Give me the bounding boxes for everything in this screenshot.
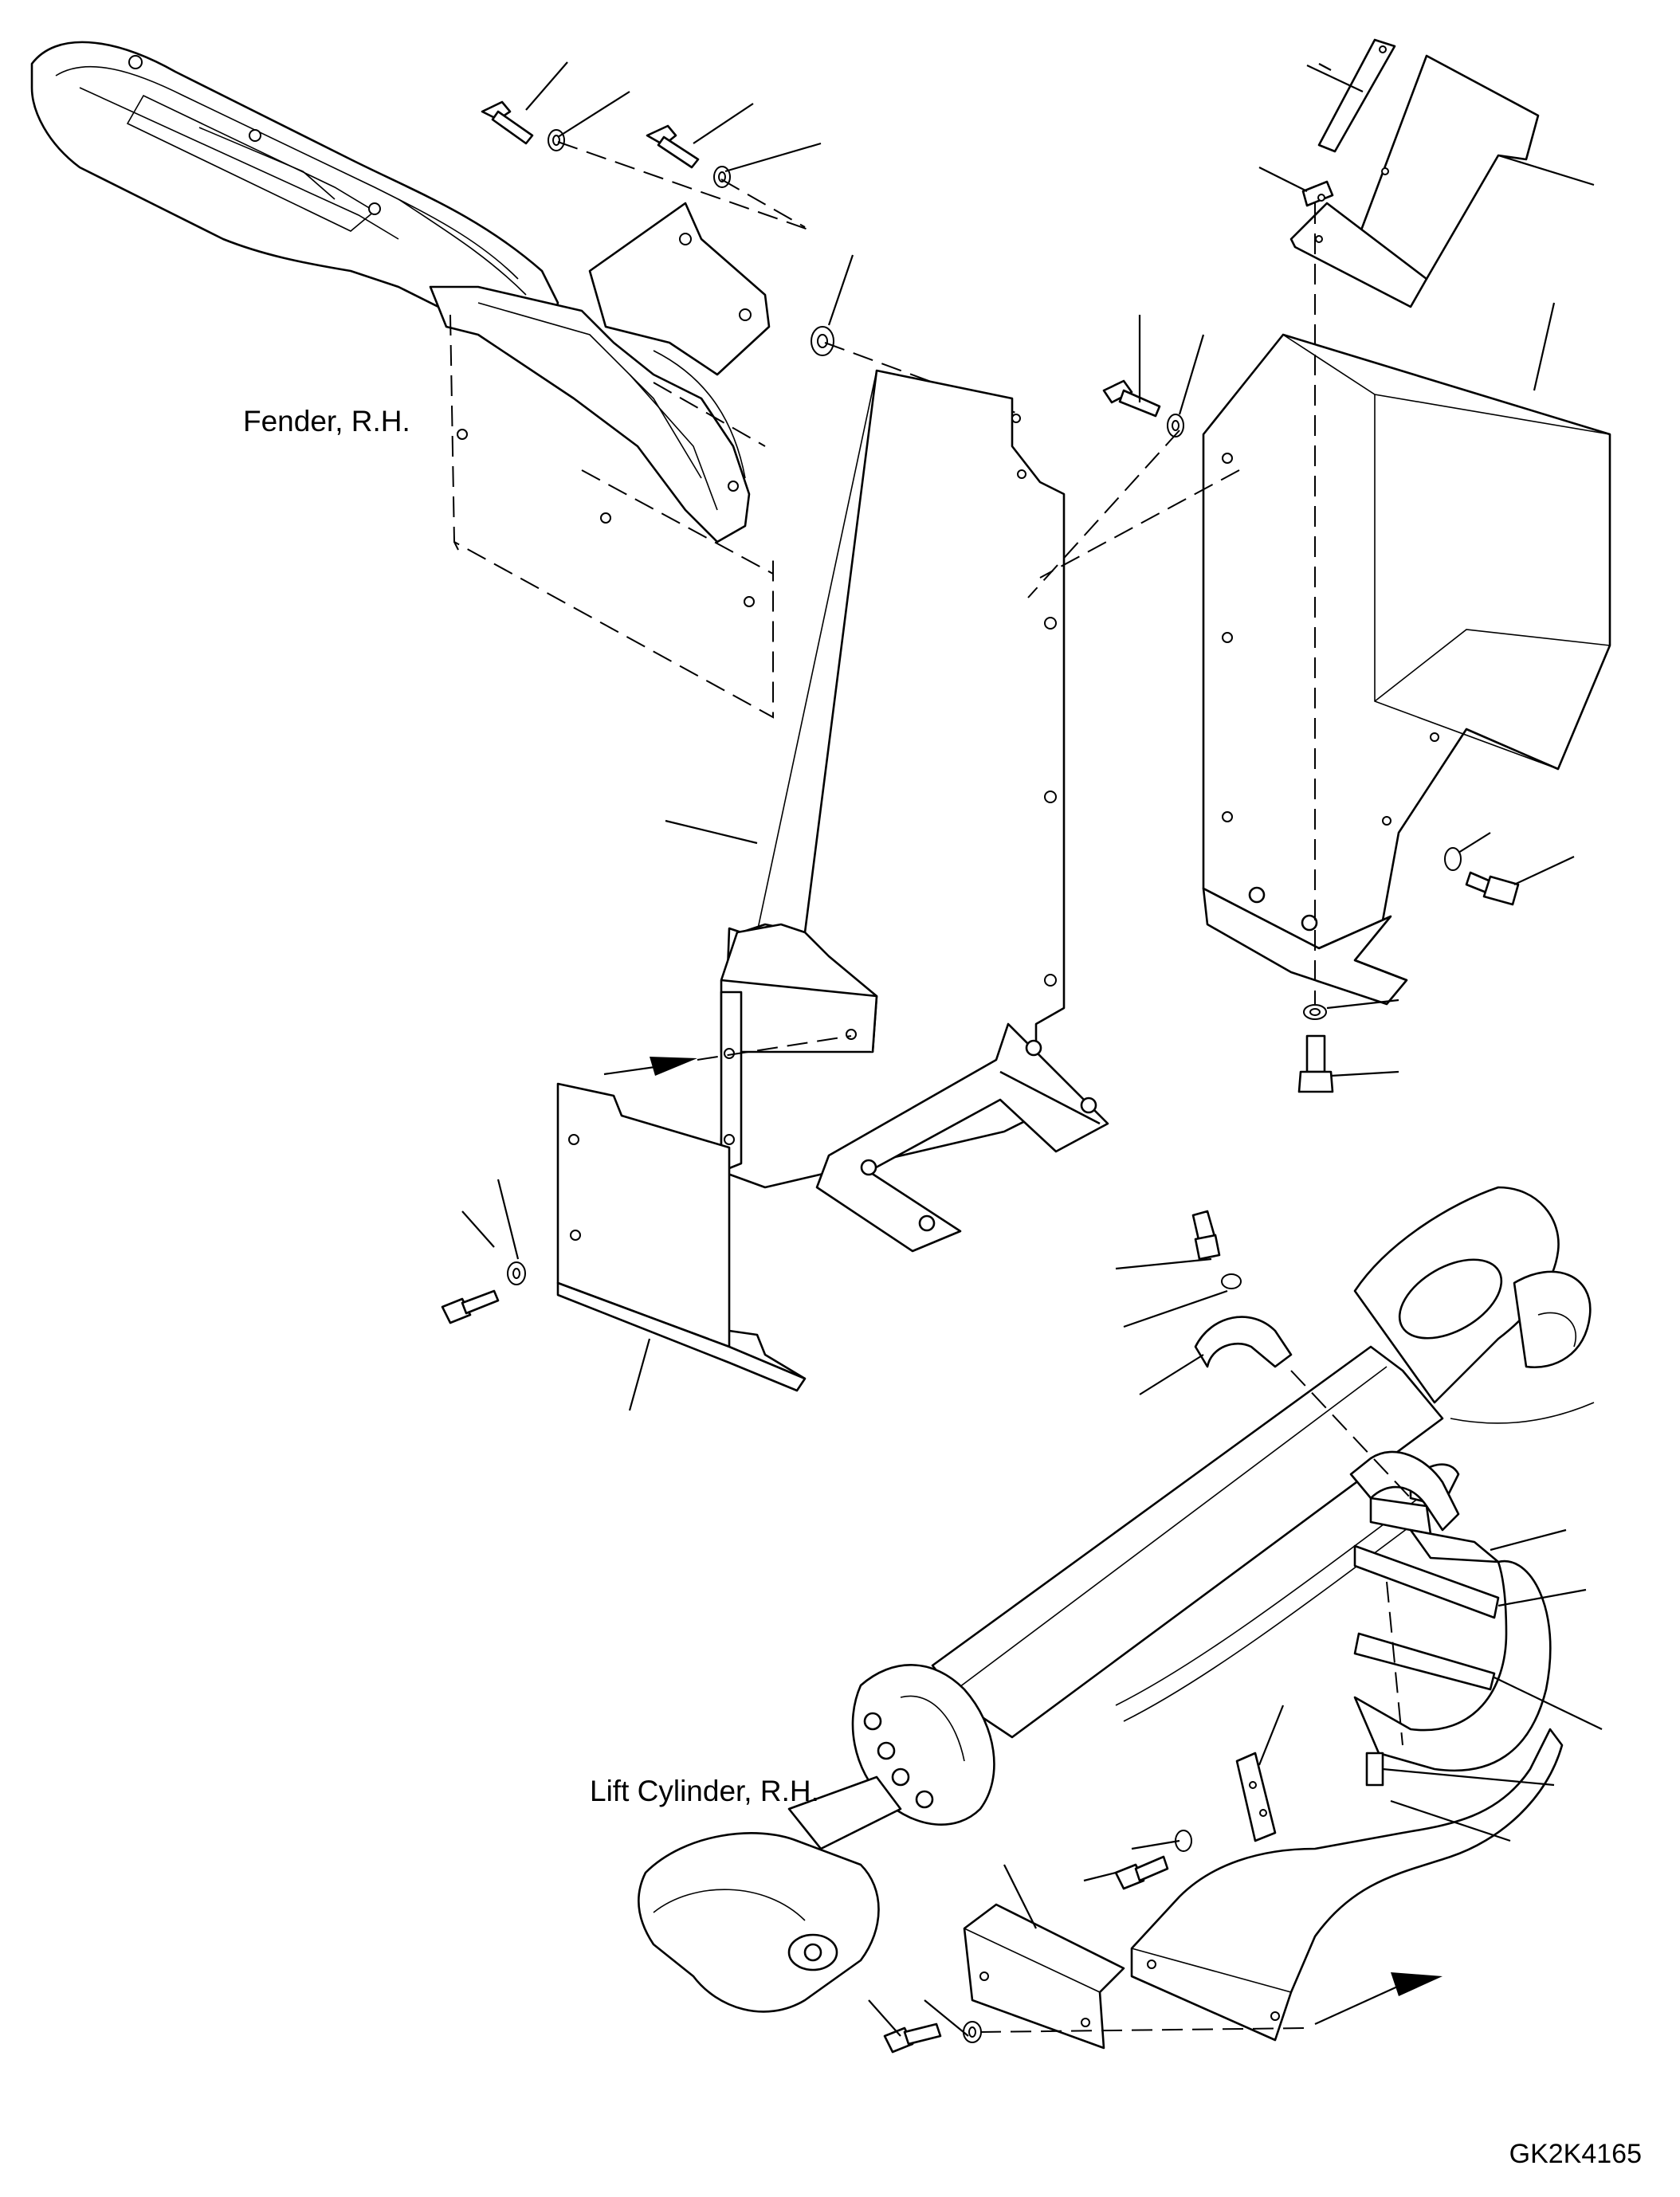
top-right-plates xyxy=(1289,38,1540,308)
leader-lines xyxy=(461,61,1603,2037)
lift-cylinder-label: Lift Cylinder, R.H. xyxy=(590,1775,819,1807)
fender-bolt-washers xyxy=(481,100,1021,415)
lower-cover-plate xyxy=(441,1082,807,1392)
center-panel xyxy=(603,369,1109,1253)
fender-label: Fender, R.H. xyxy=(243,405,410,437)
right-box-cover xyxy=(1027,203,1611,1093)
drawing-code: GK2K4165 xyxy=(1509,2139,1642,2169)
clamp-assembly xyxy=(883,1210,1564,2054)
fender-rh xyxy=(30,41,774,719)
lift-cylinder-rh xyxy=(638,1186,1595,2013)
